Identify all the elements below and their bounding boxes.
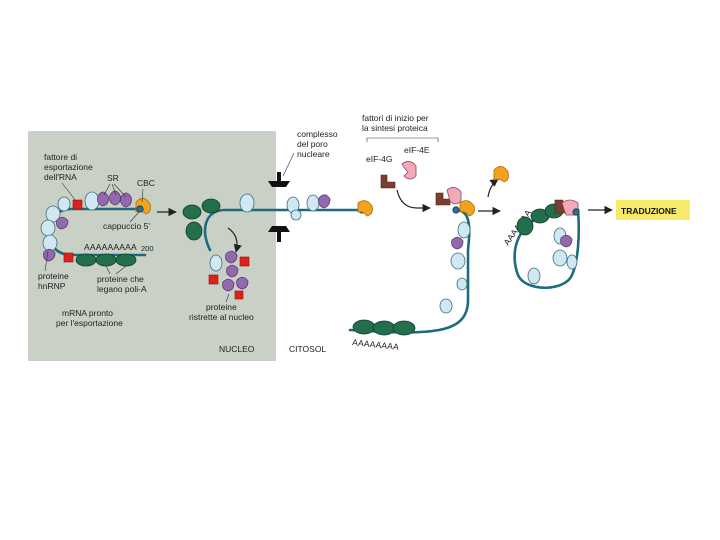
mrna-strand-4 (513, 208, 581, 289)
eif4e-factor (401, 161, 417, 180)
label-translation: TRADUZIONE (621, 206, 677, 216)
label-polya-proteins: proteine che (97, 274, 144, 284)
eif4g-factor (380, 174, 396, 189)
label-cbc: CBC (137, 178, 155, 188)
label-eif4g: eIF-4G (366, 154, 392, 164)
cap-5-prime (136, 205, 144, 213)
release-arrow (227, 227, 242, 253)
label-hnrnp: proteine (38, 271, 69, 281)
label-cap: cappuccio 5' (103, 221, 150, 231)
label-pore: complesso (297, 129, 338, 139)
label-poly-a-count: 200 (141, 244, 154, 253)
mrna-strand-2 (203, 208, 364, 252)
label-cytosol: CITOSOL (289, 344, 326, 354)
panel-circular: AAAAAAA (487, 166, 581, 289)
svg-text:del poro: del poro (297, 139, 328, 149)
label-export-factor: fattore di (44, 152, 77, 162)
label-nucleus: NUCLEO (219, 344, 255, 354)
label-poly-a: AAAAAAAAA (84, 242, 137, 252)
svg-text:hnRNP: hnRNP (38, 281, 66, 291)
nuclear-envelope (276, 131, 284, 361)
svg-text:la sintesi proteica: la sintesi proteica (362, 123, 428, 133)
label-poly-a-cyto: AAAAAAAA (352, 337, 400, 352)
panel-export: complesso del poro nucleare proteine ris… (182, 129, 373, 322)
nuclear-pore-bottom (268, 226, 290, 242)
label-mrna-ready: mRNA pronto (62, 308, 113, 318)
nuclear-pore-top (268, 172, 290, 187)
released-cbc (493, 166, 509, 183)
svg-text:dell'RNA: dell'RNA (44, 172, 77, 182)
label-init-factors: fattori di inizio per (362, 113, 429, 123)
mrna-strand-3 (348, 208, 471, 334)
panel-mrna-ready: fattore di esportazione dell'RNA SR CBC … (38, 152, 155, 328)
label-restricted: proteine (206, 302, 237, 312)
panel-initiation: fattori di inizio per la sintesi proteic… (348, 113, 475, 352)
label-sr: SR (107, 173, 119, 183)
svg-text:legano poli-A: legano poli-A (97, 284, 147, 294)
svg-text:esportazione: esportazione (44, 162, 93, 172)
svg-text:ristrette al nucleo: ristrette al nucleo (189, 312, 254, 322)
svg-text:nucleare: nucleare (297, 149, 330, 159)
translation-box (616, 200, 690, 220)
label-eif4e: eIF-4E (404, 145, 430, 155)
binding-arrow (396, 189, 431, 213)
svg-text:per l'esportazione: per l'esportazione (56, 318, 123, 328)
